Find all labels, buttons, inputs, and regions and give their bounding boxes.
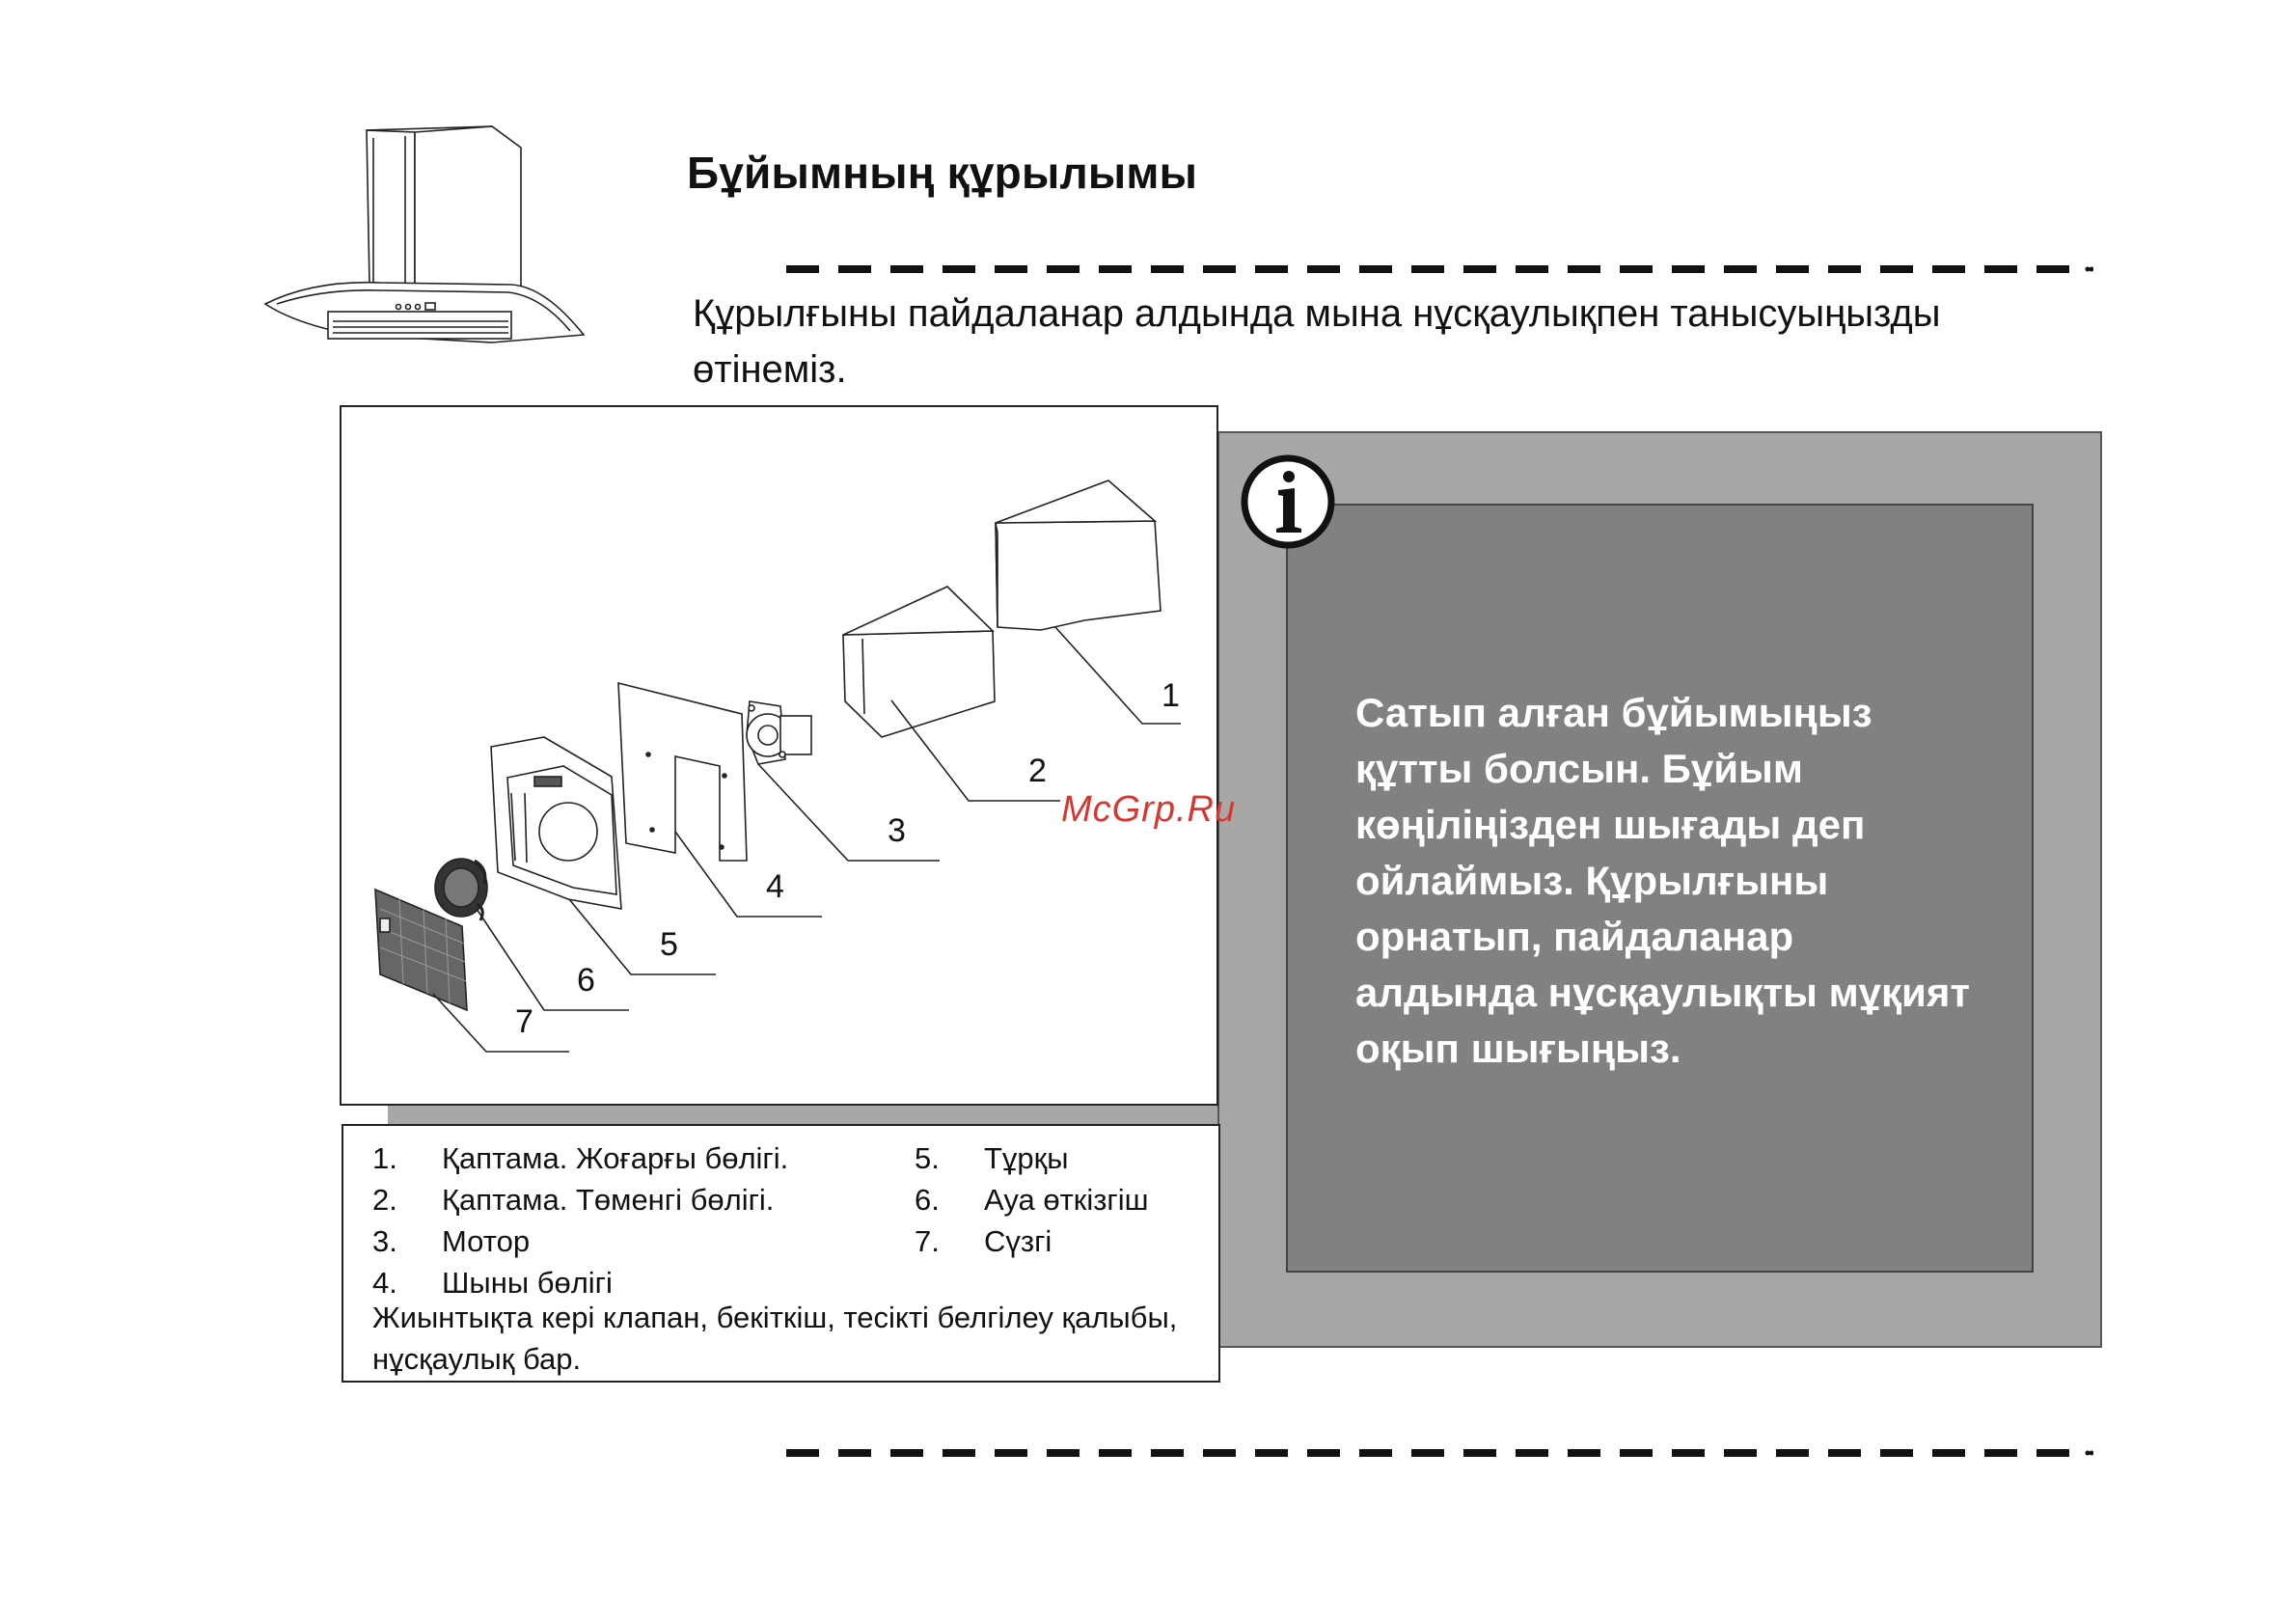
part-filter — [374, 888, 468, 1012]
info-icon — [1241, 454, 1335, 549]
diagram-label-1: 1 — [1162, 677, 1180, 714]
part-motor — [746, 700, 812, 765]
part-glass-panel — [617, 681, 748, 862]
part-lower-cover — [842, 586, 996, 738]
dashed-divider-top — [786, 265, 2093, 273]
diagram-label-7: 7 — [515, 1003, 533, 1040]
exploded-diagram-drawing: 1 2 3 4 5 6 7 — [374, 480, 1181, 1053]
parts-legend: 1. Қаптама. Жоғарғы бөлігі. 2. Қаптама. … — [342, 1124, 1220, 1383]
watermark: McGrp.Ru — [1061, 789, 1237, 830]
intro-text: Құрылғыны пайдаланар алдында мына нұсқау… — [693, 292, 1941, 391]
dashed-divider-bottom — [786, 1449, 2093, 1457]
page-title: Бұйымның құрылымы — [687, 148, 1198, 198]
diagram-label-3: 3 — [888, 812, 906, 849]
part-body — [490, 736, 622, 910]
exploded-diagram: 1 2 3 4 5 6 7 — [340, 405, 1218, 1106]
diagram-label-6: 6 — [577, 962, 595, 999]
part-air-duct — [434, 858, 488, 921]
part-upper-cover — [995, 480, 1162, 631]
info-panel-inner — [1286, 504, 2034, 1273]
range-hood-illustration — [263, 125, 586, 343]
info-message: Сатып алған бұйымыңыз құтты болсын. Бұйы… — [1355, 690, 1970, 1071]
diagram-label-2: 2 — [1028, 753, 1047, 789]
diagram-label-5: 5 — [660, 926, 678, 963]
kit-note: Жиынтықта кері клапан, бекіткіш, тесікті… — [372, 1301, 1178, 1376]
diagram-label-4: 4 — [766, 868, 784, 905]
